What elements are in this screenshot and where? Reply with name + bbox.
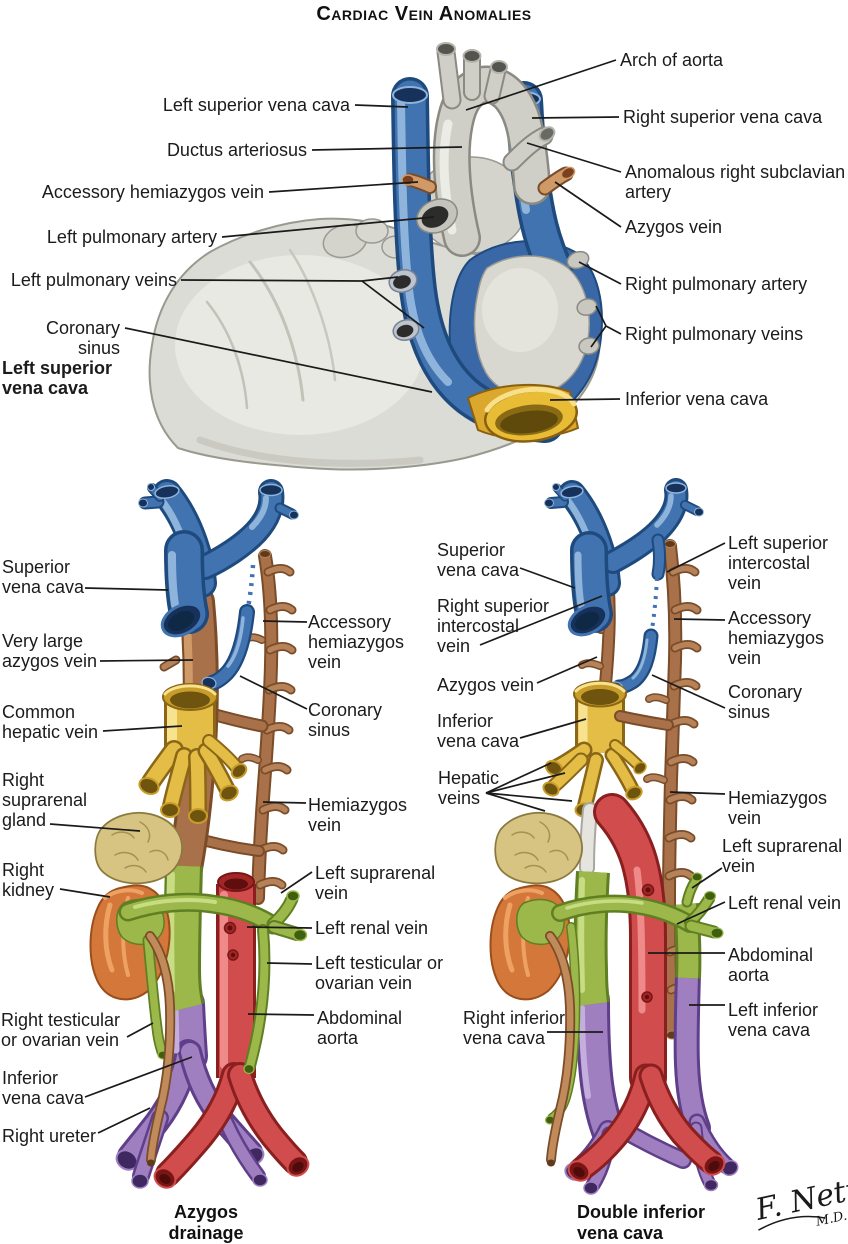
leader-line-a-acc-hemi <box>262 620 308 623</box>
leader-line-d-svc <box>519 567 576 589</box>
leader-line-d-hepatic <box>485 792 546 812</box>
leader-line-a-aorta <box>247 1013 315 1016</box>
leader-line-d-l-suprarenal <box>691 867 723 889</box>
label-h-arch: Arch of aorta <box>620 50 724 70</box>
signature-degree: M.D. <box>814 1209 848 1230</box>
label-d-ivc: Inferior vena cava <box>437 711 520 751</box>
leader-line-h-lsvc-top <box>354 104 409 108</box>
label-a-l-testicular: Left testicular or ovarian vein <box>315 953 444 993</box>
label-d-l-suprarenal: Left suprarenal vein <box>722 836 843 876</box>
label-a-ureter: Right ureter <box>2 1126 97 1146</box>
label-h-ductus: Ductus arteriosus <box>166 140 307 160</box>
label-a-aorta: Abdominal aorta <box>317 1008 403 1048</box>
heart-illustration <box>148 42 603 471</box>
leader-line-a-hemi <box>262 801 307 804</box>
label-d-acc-hemi: Accessory hemiazygos vein <box>728 608 825 668</box>
leader-line-a-l-suprarenal <box>280 871 313 894</box>
leader-lines <box>49 59 726 1134</box>
label-h-lsvc-bold: Left superior vena cava <box>2 358 113 398</box>
leader-line-a-l-renal <box>246 926 313 929</box>
label-h-cor-sinus: Coronary sinus <box>45 318 120 358</box>
azygos-drainage-illustration <box>89 479 310 1189</box>
leader-line-h-arch <box>465 59 617 111</box>
leader-line-h-lpv <box>361 280 425 329</box>
label-d-aorta: Abdominal aorta <box>728 945 814 985</box>
leader-line-a-ivc <box>84 1056 193 1098</box>
leader-line-a-suprarenal <box>49 823 141 832</box>
leader-line-d-acc-hemi <box>673 618 726 621</box>
label-h-azygos: Azygos vein <box>625 217 723 237</box>
label-h-ivc: Inferior vena cava <box>625 389 769 409</box>
label-a-hepatic: Common hepatic vein <box>2 702 99 742</box>
label-d-hepatic: Hepatic veins <box>438 768 500 808</box>
label-d-lsiv: Left superior intercostal vein <box>728 533 829 593</box>
leader-line-h-anom <box>526 142 622 173</box>
page-title: Cardiac Vein Anomalies <box>316 3 532 25</box>
caption-divc: Double inferior vena cava <box>577 1202 706 1243</box>
label-h-rsvc: Right superior vena cava <box>623 107 823 127</box>
leader-line-d-hemi <box>669 791 726 795</box>
leader-line-a-ureter <box>97 1107 151 1134</box>
label-a-cor-sinus: Coronary sinus <box>308 700 383 740</box>
leader-line-a-r-testicular <box>126 1022 154 1038</box>
leader-line-h-ivc <box>549 398 621 401</box>
leader-line-d-ivc <box>519 718 587 739</box>
label-a-kidney: Right kidney <box>2 860 55 900</box>
leader-line-h-rsvc <box>531 116 620 119</box>
label-a-l-suprarenal: Left suprarenal vein <box>315 863 436 903</box>
caption-azygos: Azygos drainage <box>168 1202 244 1243</box>
label-a-suprarenal: Right suprarenal gland <box>2 770 88 830</box>
leader-line-d-hepatic <box>485 762 552 794</box>
leader-line-a-kidney <box>59 888 111 898</box>
leader-line-h-rpa <box>578 261 622 285</box>
leader-line-d-hepatic <box>485 772 566 794</box>
label-a-hemi: Hemiazygos vein <box>308 795 408 835</box>
leader-line-a-l-testicular <box>266 962 313 965</box>
label-h-acc-hemi: Accessory hemiazygos vein <box>41 182 264 202</box>
leader-line-d-lsiv <box>666 542 726 573</box>
leader-line-d-hepatic <box>485 792 573 802</box>
double-ivc-illustration <box>489 478 739 1195</box>
label-a-svc: Superior vena cava <box>2 557 85 597</box>
label-a-r-testicular: Right testicular or ovarian vein <box>1 1010 121 1050</box>
label-h-rpv: Right pulmonary veins <box>625 324 804 344</box>
leader-line-h-azygos <box>554 181 622 228</box>
label-d-rivc: Right inferior vena cava <box>463 1008 566 1048</box>
label-a-azygos-lg: Very large azygos vein <box>2 631 98 671</box>
label-d-cor-sinus: Coronary sinus <box>728 682 803 722</box>
leader-line-h-rpv <box>590 325 607 348</box>
leader-line-a-azygos-lg <box>99 659 194 662</box>
leader-line-h-ductus <box>311 146 463 151</box>
leader-line-a-hepatic <box>102 725 183 732</box>
leader-line-d-l-renal <box>676 901 726 925</box>
leader-line-a-cor-sinus <box>239 675 308 710</box>
label-d-l-renal: Left renal vein <box>728 893 842 913</box>
leader-line-a-svc <box>84 587 169 591</box>
label-a-ivc: Inferior vena cava <box>2 1068 85 1108</box>
label-h-lpv: Left pulmonary veins <box>10 270 177 290</box>
label-a-acc-hemi: Accessory hemiazygos vein <box>308 612 405 672</box>
label-d-svc: Superior vena cava <box>437 540 520 580</box>
leader-line-h-cor-sinus <box>124 327 433 393</box>
leader-line-d-azygos <box>536 656 598 684</box>
label-h-anom: Anomalous right subclavian artery <box>625 162 846 202</box>
label-h-lsvc-top: Left superior vena cava <box>162 95 350 115</box>
label-a-l-renal: Left renal vein <box>315 918 429 938</box>
label-h-lpa: Left pulmonary artery <box>46 227 217 247</box>
label-d-rsiv: Right superior intercostal vein <box>437 596 550 656</box>
leader-line-d-rsiv <box>479 595 603 646</box>
label-h-rpa: Right pulmonary artery <box>625 274 808 294</box>
label-d-livc: Left inferior vena cava <box>728 1000 819 1040</box>
label-d-hemi: Hemiazygos vein <box>728 788 828 828</box>
leader-line-h-acc-hemi <box>268 181 419 193</box>
label-d-azygos: Azygos vein <box>437 675 535 695</box>
leader-line-d-cor-sinus <box>651 674 726 709</box>
leader-line-h-lpa <box>221 216 435 238</box>
